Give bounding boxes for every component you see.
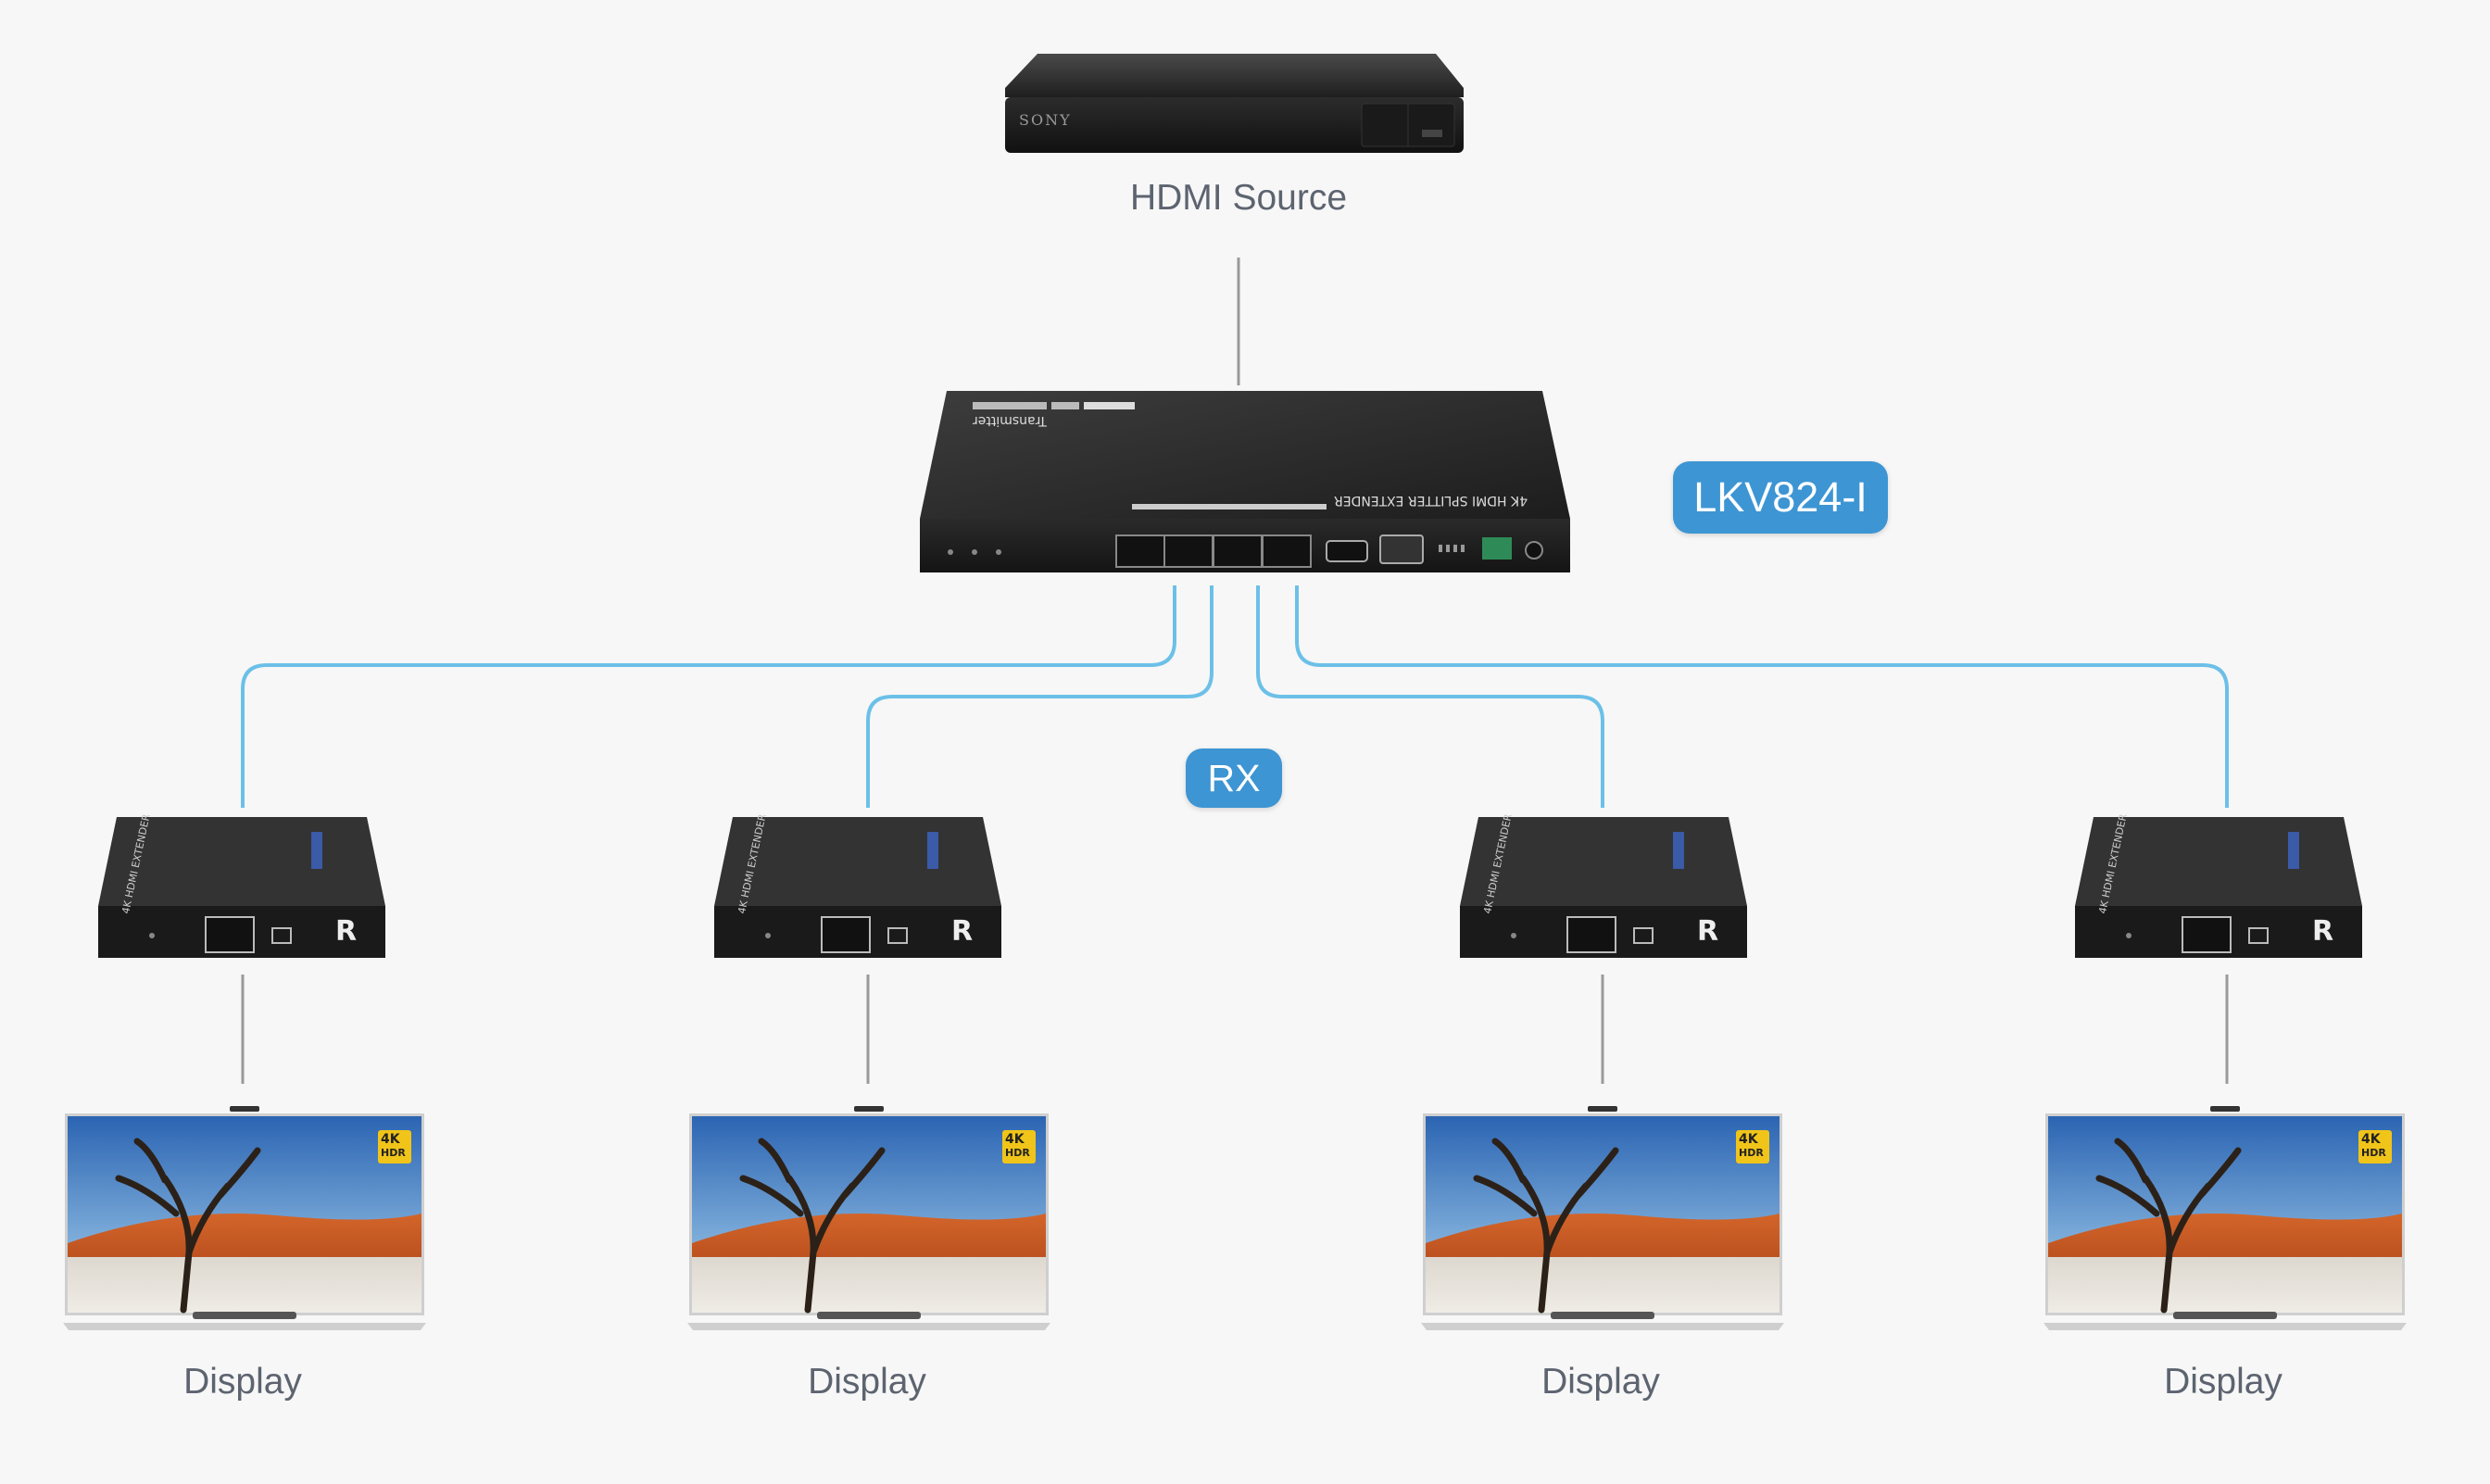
receiver-icon [714,817,1001,958]
cat-cable-rx4 [1295,585,2229,808]
hdmi-source-label: HDMI Source [1129,178,1348,218]
display-4k-text: 4K [2361,1132,2381,1147]
display-tv: 4K HDR [687,1104,1050,1345]
transmitter-model-badge: LKV824-I [1673,461,1888,534]
display-4k-text: 4K [381,1132,400,1147]
hdmi-source-device: SONY [1000,46,1473,162]
bluray-player-icon [1005,54,1464,153]
display-tv: 4K HDR [63,1104,426,1345]
receiver-face-letter: R [951,915,974,948]
receiver-icon [98,817,385,958]
display-tv: 4K HDR [1421,1104,1784,1345]
tv-screen-image [63,1106,426,1330]
receiver-face-letter: R [1697,915,1719,948]
display-label: Display [1541,1362,1660,1402]
display-hdr-text: HDR [2361,1147,2386,1159]
display-hdr-text: HDR [381,1147,406,1159]
display-hdr-text: HDR [1739,1147,1764,1159]
tv-screen-image [1421,1106,1784,1330]
receiver-face-letter: R [335,915,358,948]
display-label: Display [2164,1362,2282,1402]
tv-screen-image [2044,1106,2407,1330]
splitter-extender-icon [920,391,1570,572]
receiver-device: R 4K HDMI EXTENDER [96,812,389,960]
rx-badge: RX [1186,748,1282,808]
receiver-face-letter: R [2312,915,2334,948]
display-4k-text: 4K [1739,1132,1758,1147]
transmitter-device: 4K HDMI SPLITTER EXTENDER Transmitter [917,389,1575,574]
display-label: Display [808,1362,926,1402]
source-brand-text: SONY [1019,111,1072,129]
cat-cable-rx3 [1256,585,1604,808]
receiver-device: R 4K HDMI EXTENDER [712,812,1005,960]
receiver-icon [1460,817,1747,958]
display-4k-text: 4K [1005,1132,1025,1147]
transmitter-model-text: 4K HDMI SPLITTER EXTENDER [1334,493,1528,508]
cat-cable-rx1 [241,585,1176,808]
receiver-device: R 4K HDMI EXTENDER [2073,812,2366,960]
display-label: Display [183,1362,302,1402]
receiver-icon [2075,817,2362,958]
cat-cable-rx2 [866,585,1214,808]
tv-screen-image [687,1106,1050,1330]
display-tv: 4K HDR [2044,1104,2407,1345]
receiver-device: R 4K HDMI EXTENDER [1458,812,1751,960]
display-hdr-text: HDR [1005,1147,1030,1159]
transmitter-role-text: Transmitter [973,413,1047,428]
